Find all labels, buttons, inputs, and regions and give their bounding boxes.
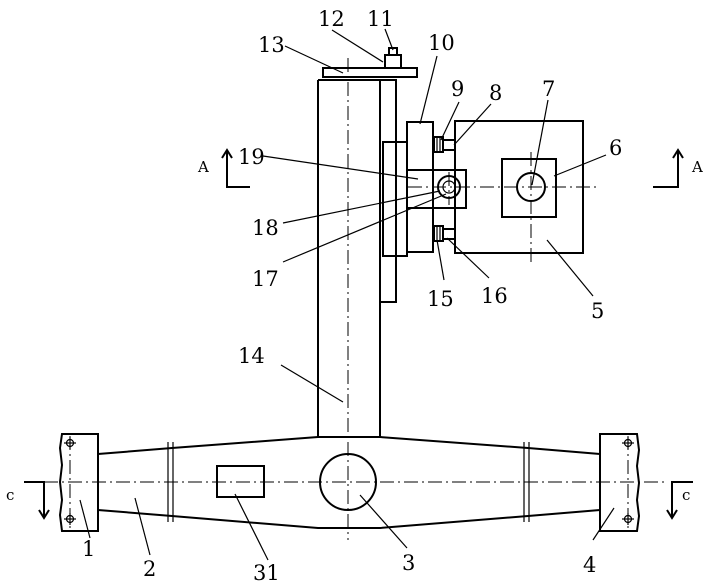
section-label-a-right: A [691,158,703,176]
part-label-3: 3 [402,551,415,575]
part-label-7: 7 [542,77,555,101]
part-label-12: 12 [318,7,345,31]
part-label-14: 14 [238,344,265,368]
part-label-13: 13 [258,33,285,57]
part-label-2: 2 [143,557,156,581]
part-label-5: 5 [591,299,604,323]
part-label-1: 1 [82,537,95,561]
section-label-c-right: c [682,486,690,504]
part-label-4: 4 [583,553,596,577]
part-label-15: 15 [427,287,454,311]
section-label-c-left: c [6,486,14,504]
screw-upper [434,137,455,152]
part-label-18: 18 [252,216,279,240]
part-label-6: 6 [609,136,622,160]
screw-lower [434,226,455,241]
leader-lines [80,29,614,560]
part-label-31: 31 [253,561,280,585]
part-label-9: 9 [451,77,464,101]
part-label-16: 16 [481,284,508,308]
part-label-8: 8 [489,81,502,105]
top-plate [323,48,417,77]
section-mark-c-left [24,482,49,518]
section-label-a-left: A [197,158,209,176]
part-label-10: 10 [428,31,455,55]
column [318,80,380,437]
section-mark-a-right [653,150,683,187]
part-label-17: 17 [252,267,279,291]
part-label-11: 11 [367,7,394,31]
part-label-19: 19 [238,145,265,169]
center-lines [44,58,668,540]
